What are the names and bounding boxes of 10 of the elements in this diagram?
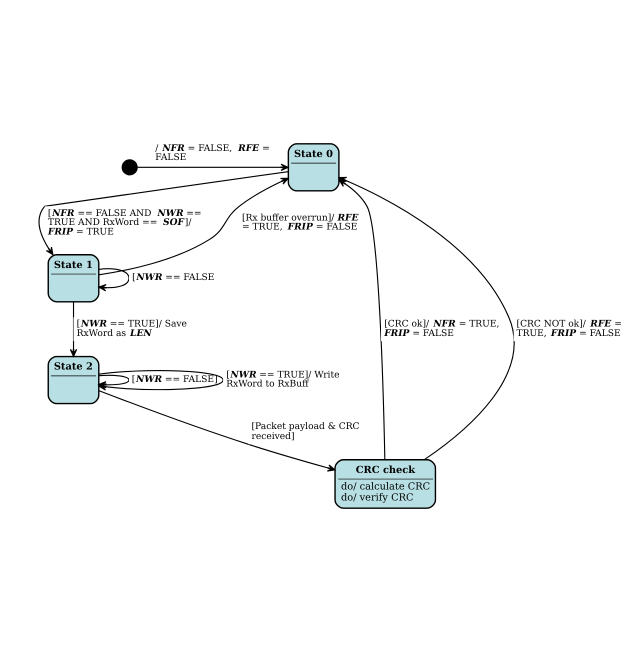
edge-label: [NWR == TRUE]/ Save RxWord as LEN <box>76 318 187 339</box>
edge-label: [Packet payload & CRC received] <box>251 422 360 442</box>
edge-label: [NWR == TRUE]/ Write RxWord to RxBuff <box>226 370 340 390</box>
edge-label: [NWR == FALSE <box>132 272 214 283</box>
edge-label: [NWR == FALSE] <box>132 374 218 385</box>
edge-label: [CRC NOT ok]/ RFE = TRUE, FRIP = FALSE <box>516 318 622 339</box>
edge-label: [Rx buffer overrun]/ RFE = TRUE, FRIP = FALSE <box>242 212 358 232</box>
edge-label: [NFR == FALSE AND NWR == TRUE AND RxWord == SOF]/ FRIP = TRUE <box>48 208 202 238</box>
edge-label: / NFR = FALSE, RFE = FALSE <box>155 142 270 163</box>
edge-label: [CRC ok]/ NFR = TRUE, FRIP = FALSE <box>384 318 500 339</box>
